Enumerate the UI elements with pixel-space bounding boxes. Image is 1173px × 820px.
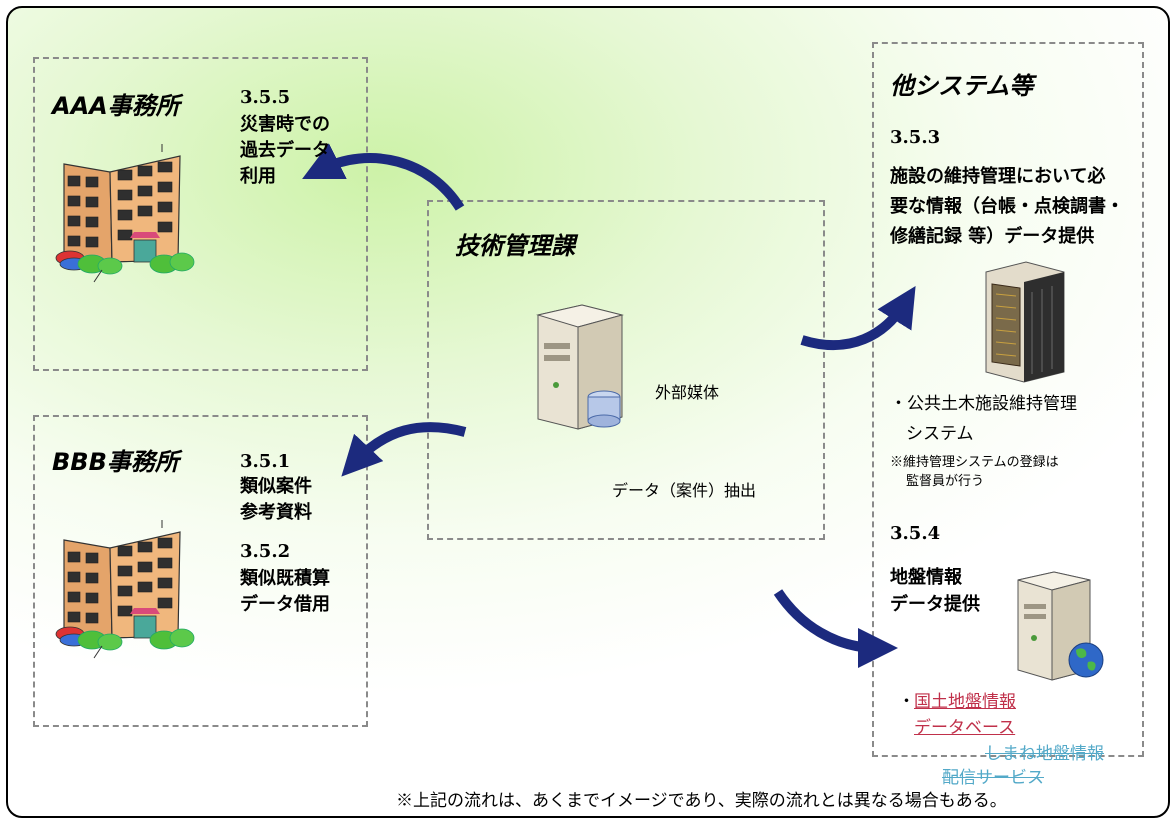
other-systems-desc-3: 修繕記録 等）データ提供	[890, 226, 1095, 247]
ground-db-link-line-2[interactable]: データベース	[914, 718, 1016, 738]
office-a-line-3: 利用	[240, 166, 276, 187]
office-a-line-1: 災害時での	[240, 114, 330, 135]
office-b-item1-line-2: 参考資料	[240, 502, 312, 523]
arrow-to-ground-db	[773, 589, 898, 668]
web-server-icon	[1017, 571, 1104, 681]
other-systems-desc-1: 施設の維持管理において必	[890, 166, 1106, 187]
other-systems-box	[872, 42, 1144, 757]
arrow-to-other-system	[800, 286, 916, 351]
ground-info-line-1: 地盤情報	[890, 567, 962, 588]
office-a-box	[33, 57, 368, 371]
external-media-label: 外部媒体	[655, 383, 720, 402]
footnote: ※上記の流れは、あくまでイメージであり、実際の流れとは異なる場合もある。	[396, 791, 1007, 811]
office-b-item1-code: 3.5.1	[240, 451, 291, 472]
office-b-box	[33, 415, 368, 727]
ground-db-bullet: ・	[898, 692, 915, 712]
building-icon	[55, 520, 195, 659]
office-b-item2-line-2: データ借用	[240, 594, 330, 615]
building-icon	[55, 144, 195, 283]
server-icon	[536, 304, 624, 430]
center-title: 技術管理課	[455, 232, 575, 260]
office-a-code: 3.5.5	[240, 87, 291, 108]
shimane-service-line-1: しまね地盤情報	[985, 744, 1104, 764]
other-systems-code: 3.5.3	[890, 127, 941, 148]
mainframe-server-icon	[985, 261, 1065, 383]
office-b-item2-code: 3.5.2	[240, 541, 291, 562]
office-a-title: AAA事務所	[52, 92, 180, 120]
center-box	[427, 200, 825, 540]
office-b-item2-line-1: 類似既積算	[240, 568, 330, 589]
other-systems-desc-2: 要な情報（台帳・点検調書・	[890, 196, 1124, 217]
maintenance-system-line-2: システム	[906, 424, 974, 444]
office-b-title: BBB事務所	[52, 448, 179, 476]
arrow-to-office-b	[341, 422, 467, 477]
other-systems-title: 他システム等	[890, 72, 1034, 100]
shimane-service-line-2: 配信サービス	[942, 768, 1044, 788]
maintenance-note-line-2: 監督員が行う	[906, 474, 985, 489]
maintenance-system-line-1: ・公共土木施設維持管理	[890, 394, 1077, 414]
ground-db-link-line-1[interactable]: 国土地盤情報	[914, 692, 1016, 712]
office-b-item1-line-1: 類似案件	[240, 476, 312, 497]
ground-info-line-2: データ提供	[890, 594, 980, 615]
office-a-line-2: 過去データ	[240, 140, 330, 161]
ground-info-code: 3.5.4	[890, 523, 941, 544]
data-extract-label: データ（案件）抽出	[612, 481, 757, 500]
maintenance-note-line-1: ※維持管理システムの登録は	[890, 455, 1059, 470]
arrow-to-office-a	[302, 143, 465, 211]
